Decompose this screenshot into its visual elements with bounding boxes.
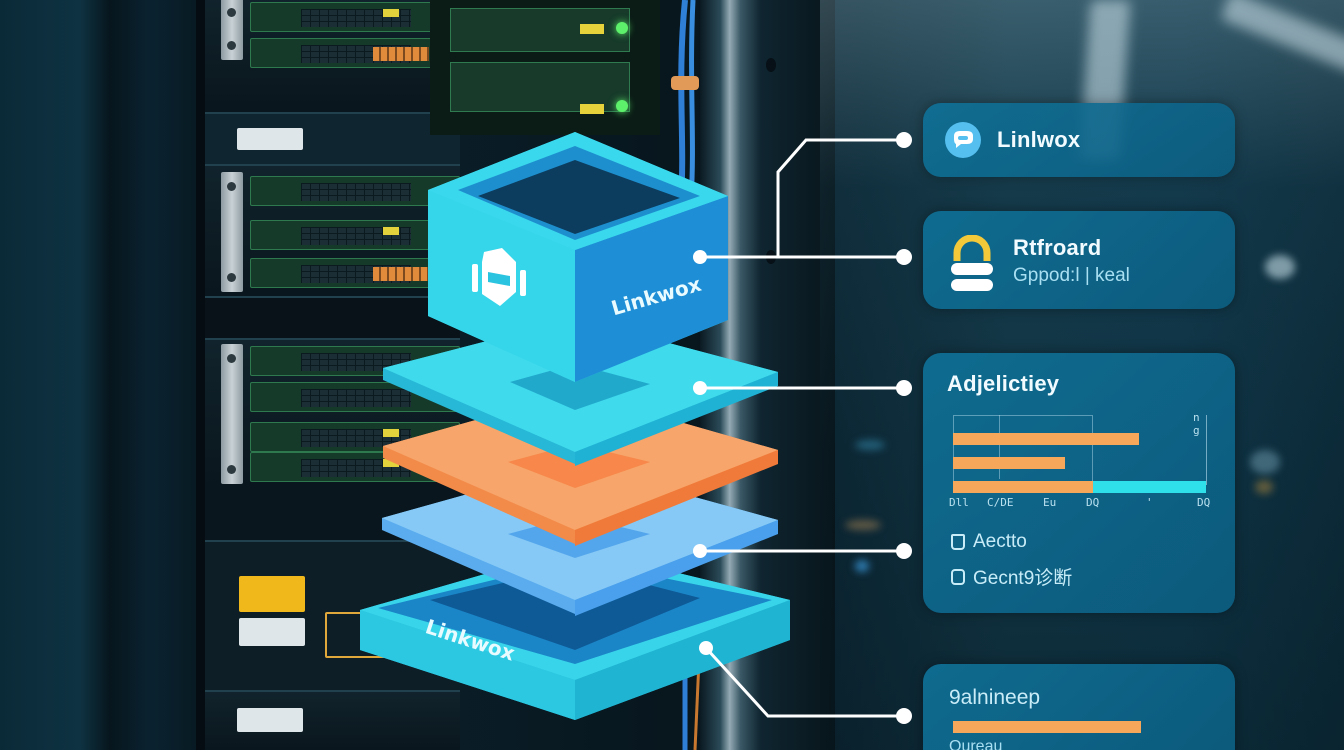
x-tick: Dll (949, 496, 969, 509)
circuit-board (250, 38, 460, 68)
analytics-card[interactable]: Adjelictiey n g Dll C/DE Eu DQ ' DQ Aect… (923, 353, 1235, 613)
x-tick: C/DE (987, 496, 1014, 509)
security-title: Rtfroard (1013, 235, 1102, 260)
chart-grid (953, 415, 1093, 487)
analytics-title: Adjelictiey (947, 371, 1060, 396)
connector-node (896, 380, 912, 396)
circuit-board (250, 176, 460, 206)
circuit-board (250, 258, 460, 288)
connector-node (693, 544, 707, 558)
x-tick: DQ (1086, 496, 1100, 509)
server-rack (205, 0, 460, 750)
x-tick: ' (1146, 496, 1153, 509)
connector-node (896, 132, 912, 148)
bar-row-3-orange (953, 481, 1093, 493)
security-subtitle: Gppod:l | keal (1013, 265, 1130, 286)
rack-unit (205, 0, 460, 140)
rack-panel (205, 112, 460, 172)
rack-pillar-left (0, 0, 200, 750)
rack-label (239, 618, 305, 646)
chart-corner-tick: n g (1193, 411, 1200, 437)
summary-subtitle: Qureau (949, 738, 1003, 750)
legend-item: Aectto (951, 531, 1027, 553)
brand-title: Linlwox (997, 127, 1081, 152)
bar-row-3-cyan (1093, 481, 1206, 493)
legend-item: Gecnt9诊断 (951, 563, 1072, 590)
bar-row-2 (953, 457, 1065, 469)
connector-node (896, 249, 912, 265)
lock-icon (951, 235, 993, 291)
x-tick: Eu (1043, 496, 1057, 509)
rack-unit (205, 164, 460, 294)
status-led (616, 100, 628, 112)
bar-chart: n g Dll C/DE Eu DQ ' DQ (949, 411, 1210, 509)
connector-node (693, 250, 707, 264)
rack-ear (221, 172, 243, 292)
server-unit-top (430, 0, 660, 135)
status-led (616, 22, 628, 34)
bar-row-1 (953, 433, 1139, 445)
chart-gridline (999, 415, 1000, 479)
connector-node (693, 381, 707, 395)
chat-bubble-icon (945, 122, 981, 158)
warning-label (239, 576, 305, 612)
x-tick: DQ (1197, 496, 1211, 509)
connector-node (699, 641, 713, 655)
circuit-board (250, 220, 460, 250)
chart-axis-right (1206, 415, 1207, 485)
brand-card[interactable]: Linlwox (923, 103, 1235, 177)
rack-label (237, 128, 303, 150)
legend-label: Aectto (973, 531, 1027, 552)
summary-card[interactable]: 9alnineep Qureau (923, 664, 1235, 750)
summary-title: 9alnineep (949, 686, 1041, 709)
flask-icon (951, 534, 965, 550)
connector-node (896, 708, 912, 724)
rack-label (237, 708, 303, 732)
rack-pillar-edge (196, 0, 206, 750)
legend-label: Gecnt9诊断 (973, 568, 1073, 589)
rack-ear (221, 0, 243, 60)
connector-node (896, 543, 912, 559)
chip-icon (951, 568, 965, 585)
summary-progress-bar (953, 721, 1141, 733)
rack-ear (221, 344, 243, 484)
circuit-board (250, 2, 460, 32)
security-card[interactable]: Rtfroard Gppod:l | keal (923, 211, 1235, 309)
